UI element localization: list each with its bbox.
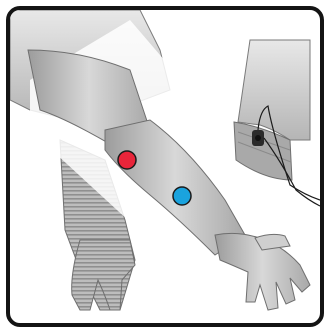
figure-frame <box>6 6 324 327</box>
red-electrode <box>118 151 136 169</box>
arm-electrode-illustration <box>10 10 320 323</box>
blue-electrode <box>173 187 191 205</box>
